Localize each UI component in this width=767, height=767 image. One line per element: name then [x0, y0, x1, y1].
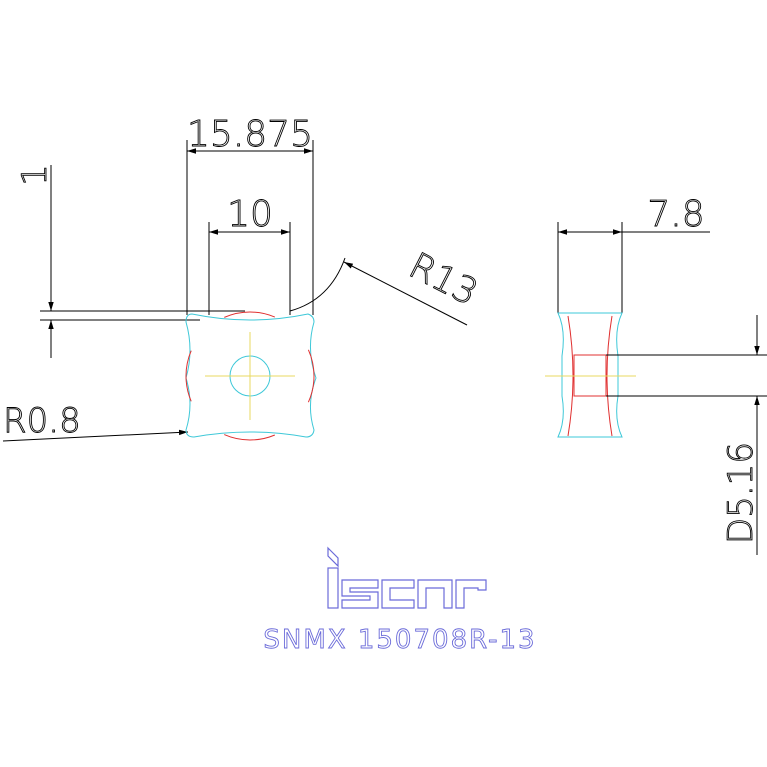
relief-circle [185, 311, 315, 441]
radius-arc [289, 257, 346, 312]
logo-accent [327, 546, 339, 568]
leader-line-radius-large [343, 261, 468, 326]
leader-line-corner-radius [2, 429, 189, 442]
logo-letter-r [455, 579, 487, 609]
insert-outline [185, 313, 317, 438]
dimension-label-width-inner: 10 [227, 194, 273, 235]
side-view: 7.8 D5.16 [545, 194, 767, 555]
front-view: 15.875 10 1 R13 R0.8 [2, 114, 485, 442]
dimension-label-radius-large: R13 [402, 245, 484, 314]
logo-letter-a [417, 579, 453, 609]
dimension-label-hole-diameter: D5.16 [721, 442, 761, 544]
logo-letter-i [327, 567, 339, 609]
logo-letter-s [341, 579, 379, 609]
brand-logo [327, 546, 487, 609]
side-outline [557, 312, 623, 438]
part-number: SNMX 150708R-13 [263, 625, 536, 655]
dimension-label-width-outer: 15.875 [187, 114, 313, 155]
logo-letter-c [381, 579, 415, 609]
dimension-label-thickness: 7.8 [647, 194, 704, 235]
dimension-label-top-thickness: 1 [15, 164, 55, 186]
dimension-label-corner-radius: R0.8 [3, 401, 81, 441]
